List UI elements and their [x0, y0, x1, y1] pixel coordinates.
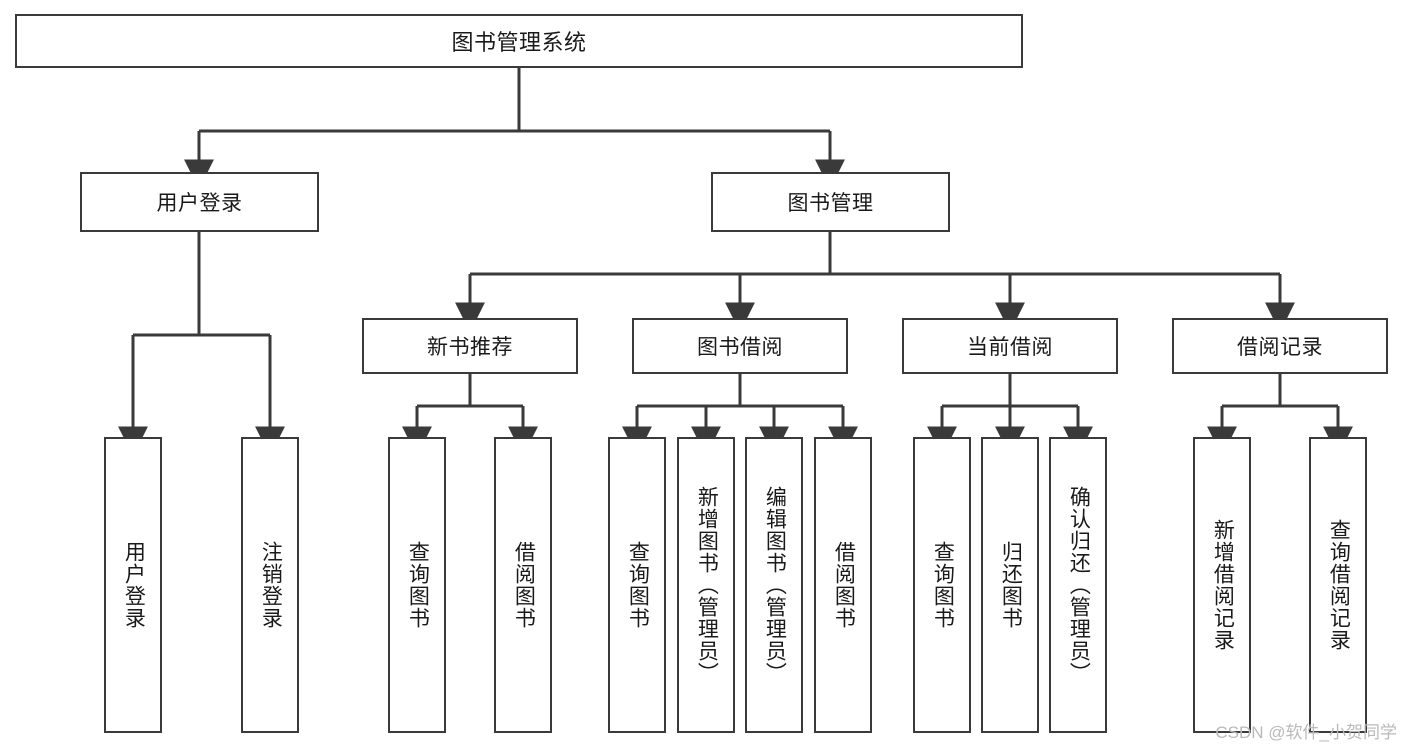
node-current-borrow[interactable]: 当前借阅 [902, 318, 1118, 374]
leaf-label: 用户登录 [122, 541, 146, 629]
watermark: CSDN @软件_小贺同学 [1215, 723, 1397, 742]
node-label: 借阅记录 [1237, 336, 1323, 359]
node-label: 用户登录 [156, 192, 243, 215]
leaf-confirm-return-admin[interactable]: 确认归还（管理员） [1049, 437, 1107, 733]
leaf-add-book-admin[interactable]: 新增图书（管理员） [677, 437, 735, 733]
leaf-add-borrow-record[interactable]: 新增借阅记录 [1193, 437, 1251, 733]
leaf-query-borrow-record[interactable]: 查询借阅记录 [1309, 437, 1367, 733]
leaf-query-books-current[interactable]: 查询图书 [913, 437, 971, 733]
node-root-label: 图书管理系统 [451, 30, 587, 55]
node-new-book-recommend[interactable]: 新书推荐 [362, 318, 578, 374]
leaf-label: 编辑图书（管理员） [763, 486, 787, 684]
node-label: 当前借阅 [967, 336, 1053, 359]
node-label: 图书管理 [787, 192, 874, 215]
leaf-logout[interactable]: 注销登录 [241, 437, 299, 733]
node-user-login[interactable]: 用户登录 [80, 172, 319, 232]
leaf-label: 注销登录 [259, 541, 283, 629]
leaf-borrow-books[interactable]: 借阅图书 [814, 437, 872, 733]
leaf-label: 借阅图书 [512, 541, 536, 629]
leaf-query-books-borrow[interactable]: 查询图书 [608, 437, 666, 733]
leaf-label: 确认归还（管理员） [1067, 486, 1091, 684]
node-borrow-records[interactable]: 借阅记录 [1172, 318, 1388, 374]
leaf-label: 查询图书 [406, 541, 430, 629]
node-root[interactable]: 图书管理系统 [15, 14, 1023, 68]
node-book-management[interactable]: 图书管理 [711, 172, 950, 232]
node-label: 新书推荐 [427, 336, 513, 359]
leaf-label: 查询图书 [931, 541, 955, 629]
leaf-label: 归还图书 [999, 541, 1023, 629]
leaf-edit-book-admin[interactable]: 编辑图书（管理员） [745, 437, 803, 733]
leaf-borrow-books-recommend[interactable]: 借阅图书 [494, 437, 552, 733]
leaf-label: 查询图书 [626, 541, 650, 629]
leaf-label: 借阅图书 [832, 541, 856, 629]
leaf-query-books-recommend[interactable]: 查询图书 [388, 437, 446, 733]
node-label: 图书借阅 [697, 336, 783, 359]
leaf-label: 新增图书（管理员） [695, 486, 719, 684]
leaf-label: 新增借阅记录 [1211, 519, 1235, 651]
leaf-user-login[interactable]: 用户登录 [104, 437, 162, 733]
node-book-borrow[interactable]: 图书借阅 [632, 318, 848, 374]
leaf-label: 查询借阅记录 [1327, 519, 1351, 651]
leaf-return-books[interactable]: 归还图书 [981, 437, 1039, 733]
